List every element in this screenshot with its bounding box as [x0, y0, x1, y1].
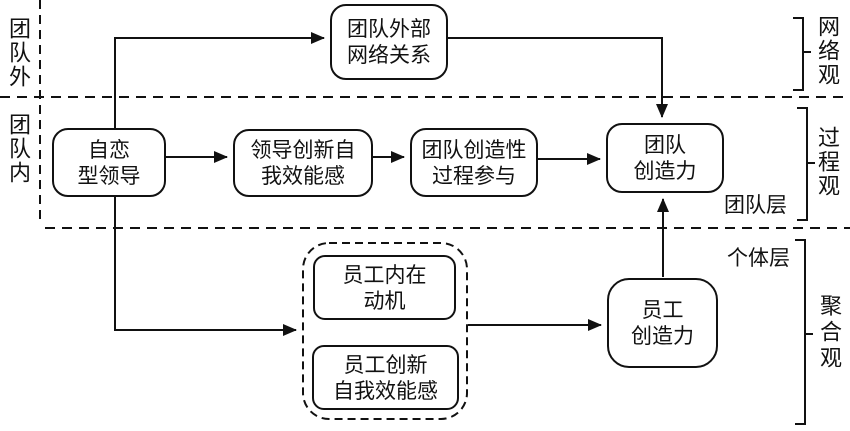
arrow-leader-to-employee-mediators [114, 197, 297, 336]
node-text-line: 团队创造性 [421, 137, 527, 162]
node-text-line: 我效能感 [261, 164, 345, 188]
label-aggregation-view: 聚合观 [816, 294, 841, 372]
label-process-view: 过程观 [814, 126, 839, 198]
bracket-network-view [793, 17, 811, 91]
node-text-line: 动机 [363, 288, 406, 313]
node-employee-intrinsic-motivation: 员工内在 动机 [313, 255, 456, 320]
node-text-line: 团队外部 [347, 17, 431, 41]
node-text-line: 领导创新自 [250, 138, 356, 162]
node-text-line: 自恋 [88, 137, 130, 162]
node-text-line: 员工内在 [342, 262, 427, 287]
node-text-line: 员工 [641, 298, 684, 322]
node-employee-creative-self-efficacy: 员工创新 自我效能感 [312, 345, 459, 410]
node-employee-creativity: 员工 创造力 [607, 278, 718, 368]
node-text-line: 自我效能感 [333, 378, 438, 403]
node-text-line: 创造力 [633, 159, 697, 183]
node-team-creativity: 团队 创造力 [606, 123, 724, 193]
label-network-view: 网络观 [814, 15, 839, 87]
arrow-external-network-to-team-creativity [448, 37, 668, 118]
node-team-creative-process-engagement: 团队创造性 过程参与 [410, 128, 538, 197]
node-narcissistic-leadership: 自恋 型领导 [52, 128, 166, 197]
node-text-line: 团队 [644, 133, 686, 157]
bracket-aggregation-view [795, 239, 813, 425]
node-leader-creative-self-efficacy: 领导创新自 我效能感 [233, 129, 373, 197]
bracket-process-view [797, 107, 815, 221]
node-text-line: 员工创新 [343, 352, 428, 377]
employee-mediators-group [302, 242, 468, 420]
node-text-line: 创造力 [631, 324, 694, 348]
node-team-external-network: 团队外部 网络关系 [330, 4, 448, 80]
arrow-leader-to-external-network [114, 32, 325, 128]
label-outside-team: 团队外 [5, 17, 30, 89]
label-inside-team: 团队内 [5, 113, 30, 185]
node-text-line: 过程参与 [432, 163, 516, 188]
label-individual-level: 个体层 [727, 246, 790, 270]
label-team-level: 团队层 [724, 193, 787, 217]
node-text-line: 型领导 [77, 163, 141, 188]
node-text-line: 网络关系 [347, 43, 431, 67]
